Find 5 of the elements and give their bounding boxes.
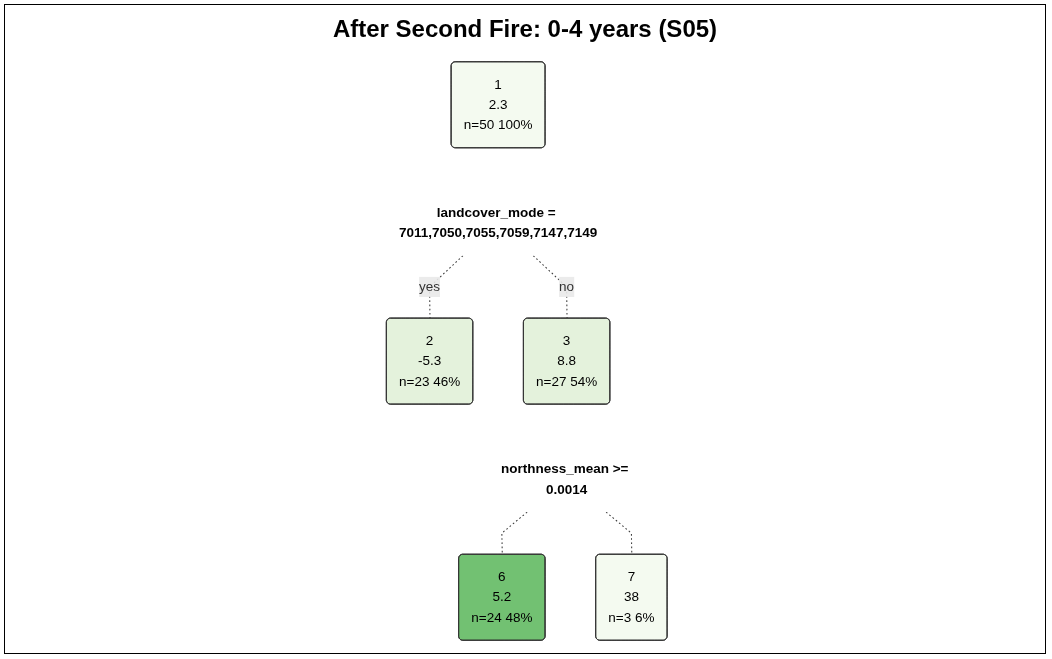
edge-label: yes — [419, 279, 441, 294]
chart-title: After Second Fire: 0-4 years (S05) — [331, 15, 719, 43]
edge-label: no — [559, 279, 575, 294]
node-text: landcover_mode = 7011,7050,7055,7059,7147,7149 — [399, 205, 598, 240]
node-text: northness_mean >= 0.0014 — [501, 461, 629, 497]
